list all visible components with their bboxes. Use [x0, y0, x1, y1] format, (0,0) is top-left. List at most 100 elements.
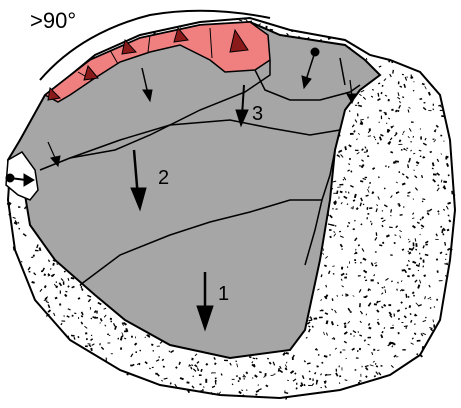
cortex-speckle [357, 350, 358, 352]
region-label-1: 1 [218, 283, 229, 305]
cortex-speckle [86, 338, 88, 340]
cortex-speckle [323, 248, 324, 250]
cortex-speckle [246, 390, 247, 391]
cortex-speckle [33, 255, 35, 257]
cortex-speckle [63, 281, 65, 285]
cortex-speckle [110, 318, 112, 320]
cortex-speckle [341, 267, 343, 270]
cortex-speckle [199, 384, 201, 386]
cortex-speckle [333, 193, 337, 194]
cortex-speckle [152, 367, 154, 368]
cortex-speckle [85, 345, 88, 347]
cortex-speckle [391, 109, 393, 111]
angle-label: >90° [30, 8, 76, 33]
cortex-speckle [332, 208, 333, 210]
cortex-speckle [433, 324, 435, 327]
region-label-2: 2 [158, 167, 169, 189]
cortex-speckle [238, 380, 240, 382]
cortex-speckle [118, 338, 119, 340]
cortex-speckle [110, 321, 112, 323]
cortex-speckle [18, 206, 20, 208]
impact-point-top [311, 48, 319, 56]
cortex-speckle [96, 311, 98, 314]
cortex-speckle [296, 383, 297, 385]
cortex-speckle [433, 173, 437, 175]
cortex-speckle [329, 354, 331, 355]
region-label-3: 3 [252, 103, 263, 125]
cortex-speckle [375, 139, 376, 140]
cortex-speckle [416, 165, 417, 166]
cortex-speckle [417, 340, 421, 342]
cortex-speckle [155, 373, 157, 375]
cortex-speckle [388, 304, 391, 306]
cortex-speckle [394, 242, 396, 244]
cortex-speckle [355, 262, 357, 263]
cortex-speckle [319, 317, 323, 319]
cortex-speckle [135, 351, 137, 353]
cortex-speckle [64, 271, 66, 273]
cortex-speckle [389, 342, 393, 344]
cortex-speckle [370, 221, 371, 222]
cortex-speckle [420, 234, 421, 235]
cortex-speckle [440, 110, 443, 111]
cortex-speckle [350, 133, 354, 135]
cortex-speckle [339, 231, 341, 232]
cortex-speckle [35, 250, 39, 252]
cortex-speckle [391, 61, 393, 63]
cortex-speckle [329, 229, 332, 231]
cortex-speckle [373, 349, 375, 351]
cortex-speckle [59, 303, 61, 305]
cortex-speckle [90, 307, 91, 309]
cortex-speckle [131, 336, 133, 338]
cortex-speckle [380, 365, 382, 367]
cortex-speckle [433, 139, 435, 140]
cortex-speckle [349, 261, 350, 263]
cortex-speckle [379, 110, 382, 112]
cortex-speckle [367, 217, 368, 219]
cortex-speckle [135, 337, 136, 339]
cortex-speckle [356, 357, 359, 358]
cortex-speckle [401, 149, 403, 151]
cortex-speckle [353, 228, 355, 230]
cortex-speckle [392, 325, 393, 326]
cortex-speckle [398, 332, 400, 334]
cortex-speckle [367, 213, 369, 215]
cortex-speckle [318, 354, 320, 356]
cortex-speckle [255, 394, 257, 396]
cortex-speckle [308, 320, 311, 321]
cortex-speckle [308, 385, 312, 386]
cortex-speckle [85, 332, 87, 334]
cortex-speckle [375, 251, 377, 252]
cortex-speckle [60, 291, 61, 294]
cortex-speckle [243, 376, 246, 377]
cortex-speckle [423, 156, 424, 158]
cortex-speckle [236, 375, 238, 376]
cortex-speckle [106, 358, 107, 362]
cortex-speckle [78, 317, 79, 319]
cortex-speckle [369, 128, 371, 131]
cortex-speckle [381, 116, 382, 120]
cortex-speckle [41, 270, 43, 272]
cortex-speckle [312, 378, 313, 381]
cortex-speckle [291, 31, 293, 32]
cortex-speckle [430, 299, 431, 300]
cortex-speckle [344, 277, 347, 279]
cortex-speckle [355, 150, 359, 152]
cortex-speckle [388, 99, 390, 101]
impact-point-notch [6, 174, 14, 182]
cortex-speckle [235, 361, 236, 363]
cortex-speckle [350, 311, 352, 313]
cortex-speckle [340, 351, 342, 353]
cortex-speckle [334, 338, 336, 340]
cortex-speckle [398, 144, 402, 145]
cortex-speckle [342, 367, 343, 370]
cortex-speckle [382, 85, 384, 87]
cortex-speckle [410, 141, 412, 142]
cortex-speckle [316, 349, 318, 350]
cortex-speckle [72, 315, 74, 317]
cortex-speckle [411, 121, 414, 123]
cortex-speckle [365, 177, 367, 178]
cortex-speckle [355, 105, 357, 106]
cortex-speckle [65, 334, 66, 336]
